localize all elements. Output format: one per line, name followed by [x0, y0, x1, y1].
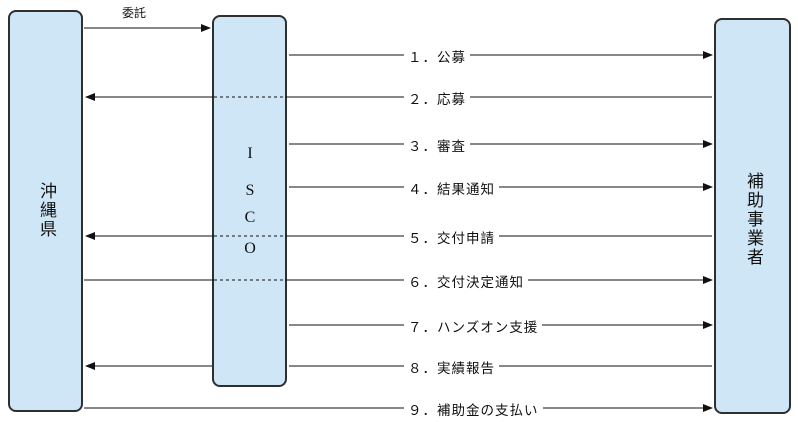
- okinawa-prefecture-label: 沖縄県: [36, 182, 56, 239]
- step-2-label: ２．応募: [404, 88, 470, 108]
- delegation-label: 委託: [122, 6, 147, 20]
- isco-letter-o: O: [244, 240, 256, 257]
- isco-letter-i: I: [247, 145, 253, 162]
- grant-recipient-box: [714, 18, 791, 414]
- step-3-label: ３．審査: [404, 135, 470, 155]
- step-9-label: ９．補助金の支払い: [404, 399, 543, 419]
- step-4-label: ４．結果通知: [404, 178, 499, 198]
- step-6-label: ６．交付決定通知: [404, 271, 528, 291]
- isco-letter-c: C: [244, 209, 256, 226]
- step-5-label: ５．交付申請: [404, 227, 499, 247]
- step-8-label: ８．実績報告: [404, 357, 499, 377]
- okinawa-prefecture-box: [8, 10, 83, 412]
- grant-recipient-label: 補助事業者: [743, 172, 763, 267]
- isco-letter-s: S: [245, 182, 255, 199]
- step-7-label: ７．ハンズオン支援: [404, 316, 543, 336]
- step-1-label: １．公募: [404, 46, 470, 66]
- isco-box: [212, 15, 287, 387]
